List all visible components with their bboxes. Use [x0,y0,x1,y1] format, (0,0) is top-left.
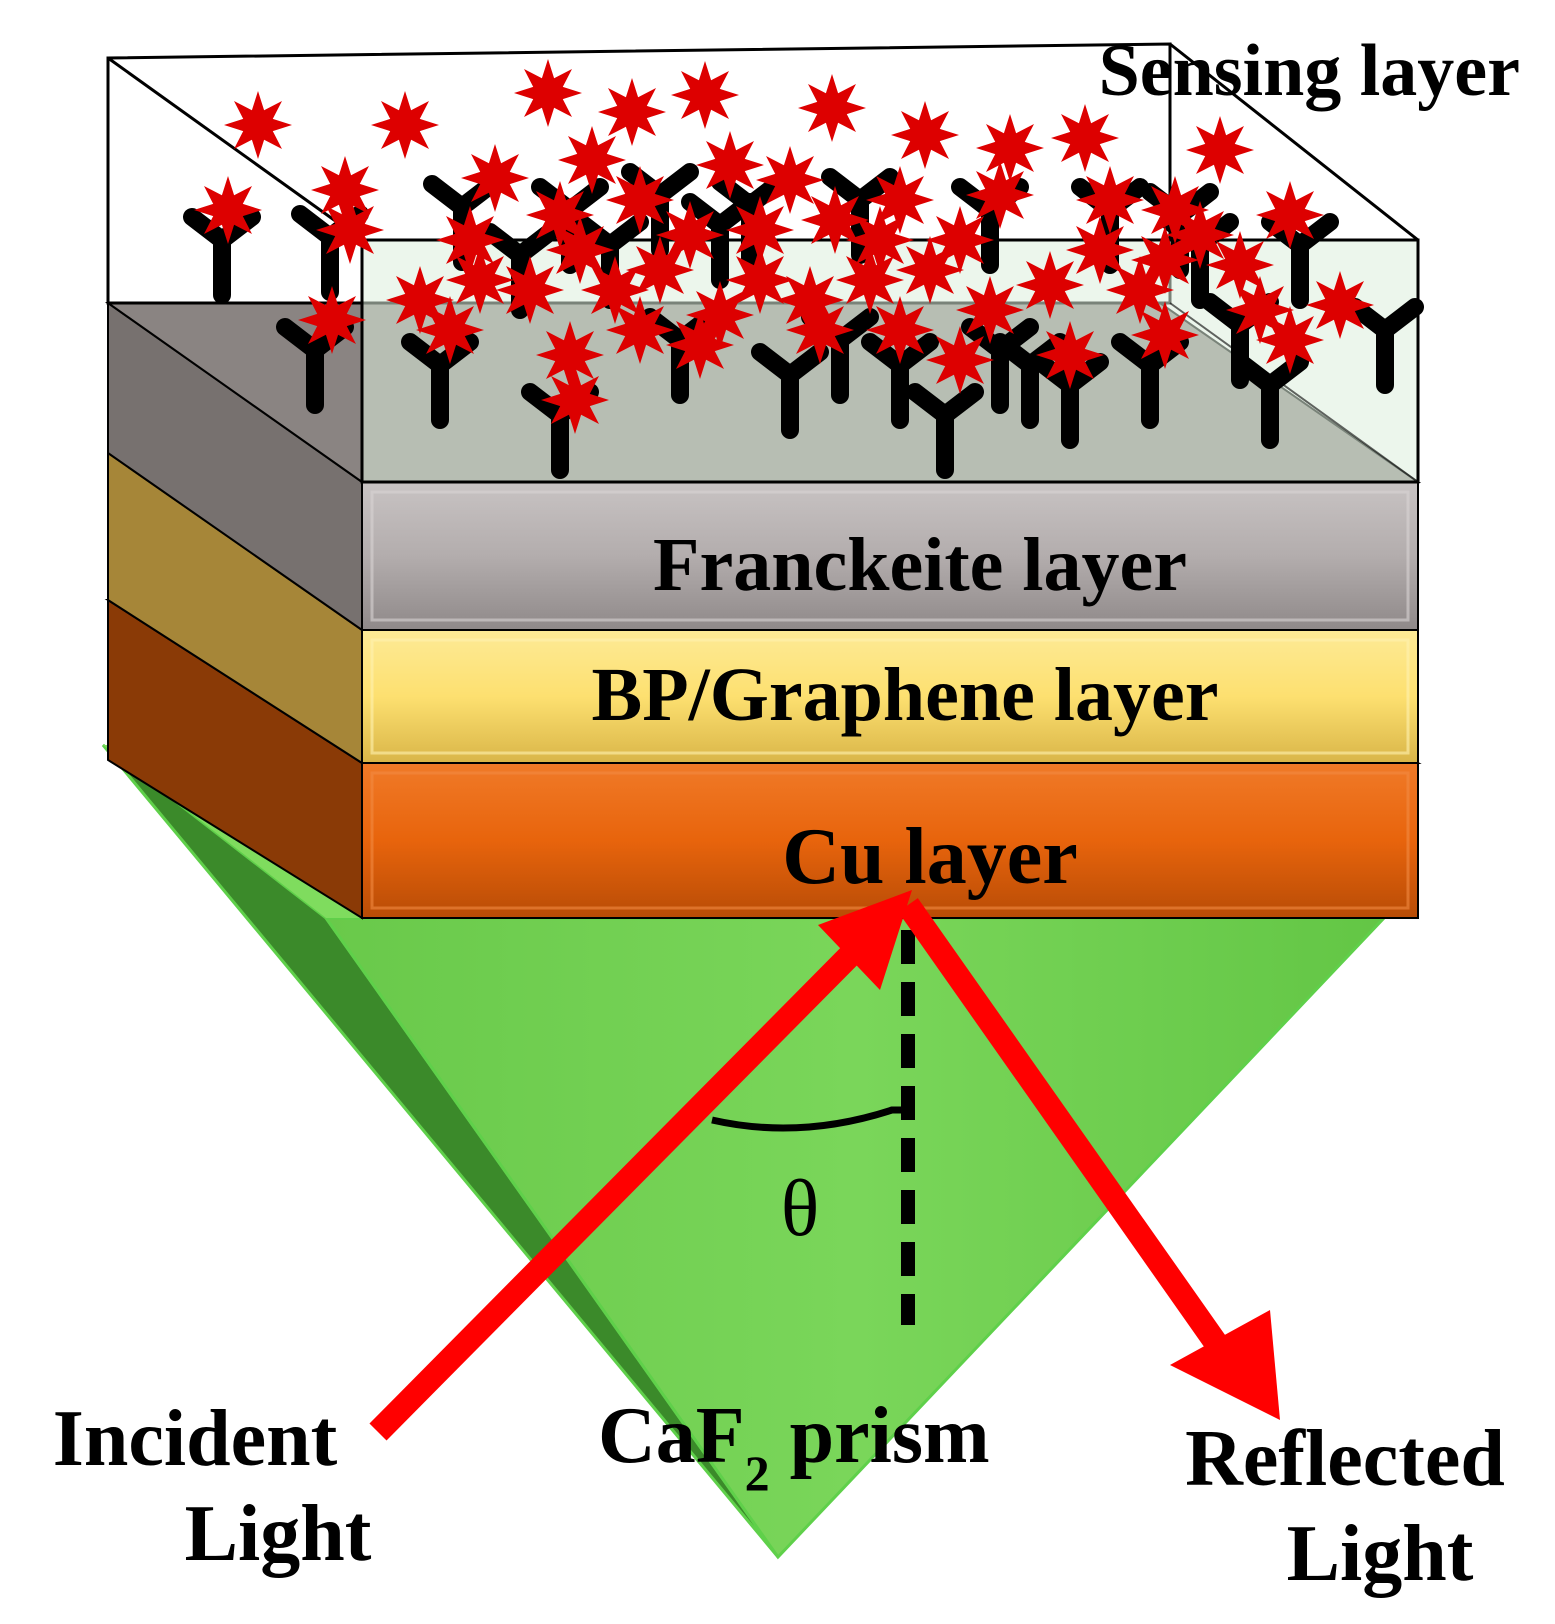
theta-symbol: θ [781,1165,819,1253]
star-molecule-icon [1076,166,1144,234]
star-molecule-icon [581,256,649,324]
star-molecule-icon [671,61,739,129]
star-molecule-icon [1256,306,1324,374]
sensing-layer-label: Sensing layer [1099,30,1520,112]
reflected-light-beam [898,898,1238,1367]
star-molecule-icon [1206,231,1274,299]
star-molecule-icon [526,181,594,249]
reflected-light-label-line2: Light [1287,1510,1474,1598]
theta-angle-arc [711,1106,905,1132]
star-molecule-icon [1131,301,1199,369]
star-molecule-icon [1106,256,1174,324]
sensing-layer [106,42,1424,484]
star-molecule-icon [606,296,674,364]
star-molecule-icon [976,114,1044,182]
star-molecule-icon [891,101,959,169]
star-molecule-icon [514,59,582,127]
star-molecule-icon [606,166,674,234]
cu-layer-label: Cu layer [782,813,1078,901]
antibody-y-icon [1346,298,1424,394]
star-molecule-icon [224,91,292,159]
star-molecule-icon [896,236,964,304]
star-molecule-icon [956,276,1024,344]
star-molecule-icon [926,326,994,394]
incident-light-label-line1: Incident [53,1395,338,1483]
star-molecule-icon [558,126,626,194]
star-molecule-icon [798,74,866,142]
star-molecule-icon [496,256,564,324]
franckeite-layer-front [361,481,1419,631]
star-molecule-icon [1051,104,1119,172]
star-molecule-icon [801,186,869,254]
star-molecule-icon [446,246,514,314]
prism-label-subscript: 2 [745,1445,770,1501]
star-molecule-icon [756,146,824,214]
star-molecule-icon [1036,321,1104,389]
antibody-receptors [183,163,1424,479]
bp-graphene-layer [107,451,1419,765]
antibody-y-icon [861,333,939,429]
star-molecule-icon [866,296,934,364]
star-molecule-icon [726,196,794,264]
star-molecule-icon [966,161,1034,229]
prism-label-main: CaF [598,1392,745,1480]
reflected-light-label-line1: Reflected [1185,1415,1505,1503]
star-molecule-icon [298,286,366,354]
star-molecule-icon [311,156,379,224]
star-molecule-icon [1166,201,1234,269]
star-molecule-icon [541,366,609,434]
star-molecule-icon [626,236,694,304]
star-molecule-icon [786,296,854,364]
star-molecule-icon [1256,181,1324,249]
light-path [369,890,1280,1441]
antibody-y-icon [1231,353,1309,449]
incident-arrowhead [818,890,912,990]
prism-label-tail: prism [770,1392,990,1480]
bp-layer-front [361,629,1419,764]
bp-graphene-layer-label: BP/Graphene layer [592,653,1219,737]
antibody-y-icon [751,343,829,439]
antibody-y-icon [961,318,1039,414]
incident-light-beam [369,916,889,1441]
star-molecule-icon [461,144,529,212]
star-molecule-icon [846,206,914,274]
star-molecule-icon [836,246,904,314]
star-molecule-icon [666,311,734,379]
star-molecule-icon [536,321,604,389]
star-molecule-icon [386,266,454,334]
star-molecule-icon [726,246,794,314]
prism-label: CaF2 prism [598,1392,990,1501]
analyte-molecules [194,59,1374,434]
star-molecule-icon [696,131,764,199]
star-molecule-icon [371,91,439,159]
star-molecule-icon [316,196,384,264]
star-molecule-icon [598,78,666,146]
star-molecule-icon [194,176,262,244]
antibody-y-icon [906,383,984,479]
incident-light-label-line2: Light [185,1490,372,1578]
reflected-arrowhead [1170,1310,1280,1420]
franckeite-layer-label: Franckeite layer [653,523,1187,607]
star-molecule-icon [1186,116,1254,184]
star-molecule-icon [1306,271,1374,339]
star-molecule-icon [1016,251,1084,319]
star-molecule-icon [436,206,504,274]
